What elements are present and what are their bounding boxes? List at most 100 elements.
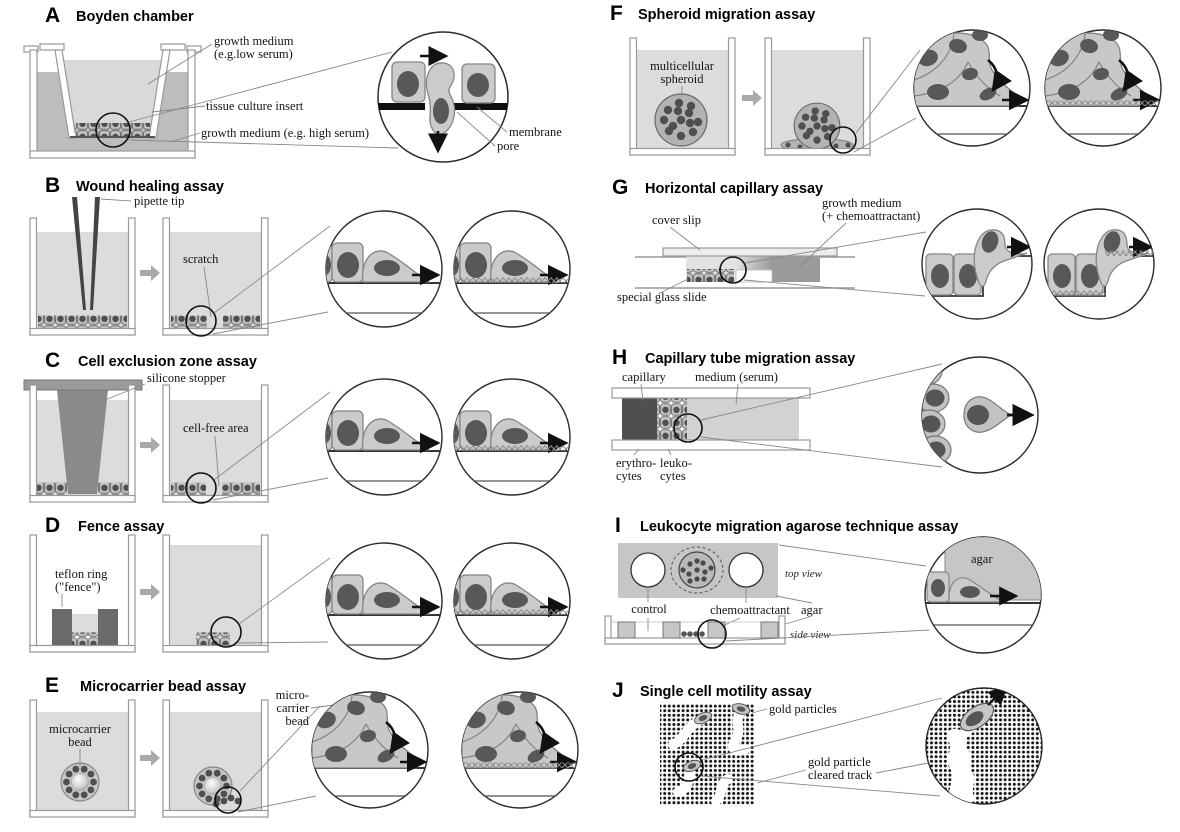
cell-monolayer <box>75 123 150 136</box>
label-capillary: capillary <box>622 370 666 384</box>
membrane-bar <box>454 103 508 110</box>
zoom-marker-circle <box>214 786 242 814</box>
label-pipette-tip: pipette tip <box>134 194 184 208</box>
teflon-ring-shape <box>98 609 118 646</box>
label-medium-serum: medium (serum) <box>695 370 778 384</box>
silicone-stopper-shape <box>57 390 108 494</box>
label-pore: pore <box>497 139 520 153</box>
zoom-marker-circle <box>185 472 217 504</box>
panel-e: E Microcarrier bead assay microcarrier b… <box>29 674 578 818</box>
beaker-before <box>29 699 136 818</box>
label-growth-medium-high: growth medium (e.g. high serum) <box>201 126 369 140</box>
inset-single-cell-motility <box>925 687 1043 805</box>
panel-f-title: Spheroid migration assay <box>638 7 815 23</box>
boyden-chamber-drawing <box>23 43 202 159</box>
label-erythrocytes-2: cytes <box>616 469 642 483</box>
zoom-marker-circle <box>95 112 131 148</box>
panel-e-title: Microcarrier bead assay <box>80 679 246 695</box>
beaker-before <box>29 197 136 336</box>
label-leukocytes: leuko- <box>660 456 692 470</box>
label-top-view: top view <box>785 568 823 580</box>
label-side-view: side view <box>790 629 831 641</box>
step-arrow <box>140 584 160 600</box>
panel-b-letter: B <box>45 174 60 197</box>
pipette-tip-shape <box>90 197 100 310</box>
label-chemoattractant: chemoattractant <box>710 603 790 617</box>
panel-h-letter: H <box>612 346 627 369</box>
pipette-tip-shape <box>72 197 86 310</box>
panel-f: F Spheroid migration assay multicellular… <box>610 2 1161 156</box>
zoom-marker-circle <box>210 616 242 648</box>
agar-block <box>662 621 681 639</box>
label-micro-carrier-bead: micro- <box>276 688 309 702</box>
agar-block <box>760 621 779 639</box>
panel-d-letter: D <box>45 514 60 537</box>
zoom-marker-circle <box>697 619 727 649</box>
step-arrow <box>140 750 160 766</box>
zoom-marker-circle <box>719 256 747 284</box>
label-growth-medium-low-2: (e.g.low serum) <box>214 47 293 61</box>
inset-step-migration-coated <box>1044 209 1154 319</box>
label-agar: agar <box>801 603 823 617</box>
beaker-after <box>764 37 871 156</box>
cleared-track-shape <box>947 728 975 804</box>
label-cleared-track: gold particle <box>808 755 871 769</box>
inset-leukocyte-migration <box>910 357 1038 486</box>
leukocytes-block <box>657 398 687 440</box>
panel-g-title: Horizontal capillary assay <box>645 181 823 197</box>
control-well <box>630 552 666 588</box>
step-arrow <box>742 90 762 106</box>
agar-block <box>617 621 636 639</box>
inset-step-migration <box>922 209 1032 319</box>
membrane-bar <box>378 103 425 110</box>
inset-outgrowth <box>914 29 1030 146</box>
inset-agar-migration: agar <box>924 536 1042 654</box>
label-micro-carrier-bead-3: bead <box>285 714 309 728</box>
panel-c-title: Cell exclusion zone assay <box>78 354 257 370</box>
label-agar-inset: agar <box>971 552 993 566</box>
zoom-marker-circle <box>673 413 703 443</box>
spheroid-attached <box>793 102 841 150</box>
microcarrier-bead <box>60 762 100 802</box>
side-view-drawing <box>604 615 786 649</box>
cover-slip-shape <box>662 247 838 257</box>
zoom-marker-circle <box>829 126 857 154</box>
label-scratch: scratch <box>183 252 219 266</box>
panel-i: I Leukocyte migration agarose technique … <box>604 514 1042 654</box>
inset-migration-coated <box>440 543 570 659</box>
label-silicone-stopper: silicone stopper <box>147 371 227 385</box>
inset-migration <box>312 211 442 327</box>
label-special-glass-slide: special glass slide <box>617 290 707 304</box>
top-view-drawing <box>618 543 778 598</box>
inset-outgrowth-coated <box>1045 29 1161 146</box>
label-control: control <box>631 602 667 616</box>
beaker-after <box>162 699 269 818</box>
label-microcarrier-bead: microcarrier <box>49 722 112 736</box>
panel-c: C Cell exclusion zone assay silicone sto… <box>23 349 570 504</box>
label-growth-medium-2: (+ chemoattractant) <box>822 209 920 223</box>
panel-h: H Capillary tube migration assay capilla… <box>611 346 1038 486</box>
multicellular-spheroid <box>654 93 708 147</box>
panel-d: D Fence assay teflon ring ("fence") <box>29 514 570 659</box>
label-microcarrier-bead-2: bead <box>68 735 92 749</box>
panel-b: B Wound healing assay pipette tip scratc… <box>29 174 570 337</box>
panel-a: A Boyden chamber growth medium (e.g.low … <box>23 4 562 163</box>
label-cell-free-area: cell-free area <box>183 421 249 435</box>
inset-outgrowth-coated <box>462 691 578 808</box>
panel-j: J Single cell motility assay gold partic… <box>612 679 1043 806</box>
inset-migration <box>312 543 442 659</box>
panel-h-title: Capillary tube migration assay <box>645 351 855 367</box>
panel-g-letter: G <box>612 176 628 199</box>
label-erythrocytes: erythro- <box>616 456 656 470</box>
beaker-before <box>29 534 136 653</box>
label-growth-medium-low: growth medium <box>214 34 294 48</box>
beaker-after <box>162 384 269 504</box>
label-multicellular-spheroid: multicellular <box>650 59 715 73</box>
label-cleared-track-2: cleared track <box>808 768 873 782</box>
inset-migration-coated <box>440 379 570 495</box>
label-cover-slip: cover slip <box>652 213 701 227</box>
panel-g: G Horizontal capillary assay cover slip … <box>612 176 1154 319</box>
label-tissue-culture-insert: tissue culture insert <box>206 99 304 113</box>
label-growth-medium: growth medium <box>822 196 902 210</box>
